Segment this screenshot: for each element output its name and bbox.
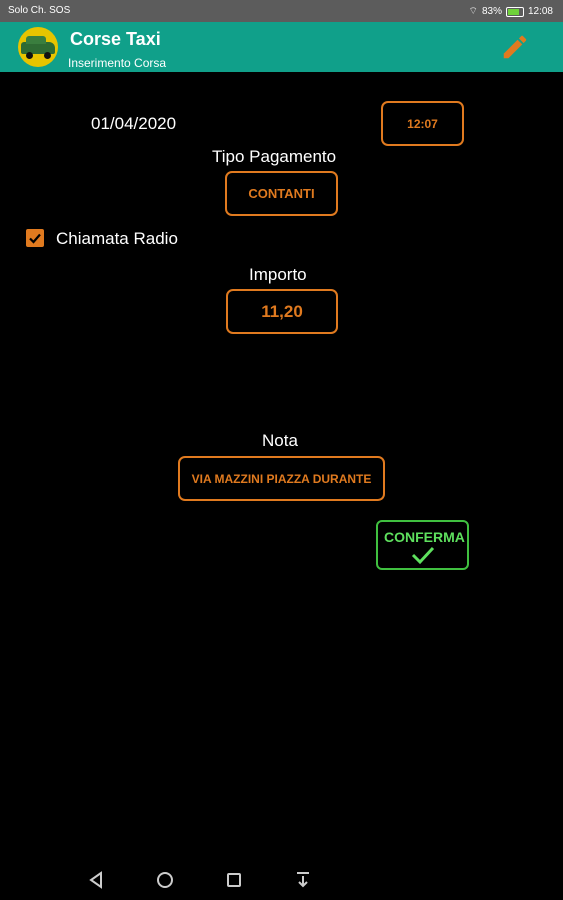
radio-call-label[interactable]: Chiamata Radio <box>56 229 178 248</box>
amount-input[interactable]: 11,20 <box>226 289 338 334</box>
status-time: 12:08 <box>527 6 553 17</box>
note-input[interactable]: VIA MAZZINI PIAZZA DURANTE <box>178 456 385 501</box>
note-label: Nota <box>262 431 298 450</box>
time-button[interactable]: 12:07 <box>381 101 464 146</box>
date-text[interactable]: 01/04/2020 <box>91 114 177 133</box>
status-carrier: Solo Ch. SOS <box>8 5 71 16</box>
amount-label: Importo <box>249 265 307 284</box>
recents-square-icon[interactable] <box>222 868 246 892</box>
confirm-button[interactable]: CONFERMA <box>376 520 469 570</box>
battery-icon <box>505 6 524 17</box>
confirm-label: CONFERMA <box>384 529 465 545</box>
home-circle-icon[interactable] <box>153 868 177 892</box>
pencil-icon[interactable] <box>500 32 530 62</box>
status-bar: Solo Ch. SOS ⌔ 83% 12:08 <box>0 0 563 22</box>
system-nav-bar <box>0 860 563 900</box>
battery-percent: 83% <box>481 6 502 17</box>
checkmark-icon <box>29 233 41 244</box>
pull-down-icon[interactable] <box>291 868 315 892</box>
payment-label: Tipo Pagamento <box>212 147 337 166</box>
app-title: Corse Taxi <box>70 29 161 49</box>
app-subtitle: Inserimento Corsa <box>68 56 167 70</box>
app-bar: Corse Taxi Inserimento Corsa <box>0 22 563 72</box>
check-icon <box>411 546 434 565</box>
status-right: ⌔ 83% 12:08 <box>469 5 553 18</box>
radio-call-checkbox[interactable] <box>26 229 44 247</box>
payment-type-button[interactable]: CONTANTI <box>225 171 338 216</box>
taxi-logo-icon <box>18 27 58 67</box>
wifi-icon: ⌔ <box>468 6 478 17</box>
back-triangle-icon[interactable] <box>84 868 108 892</box>
